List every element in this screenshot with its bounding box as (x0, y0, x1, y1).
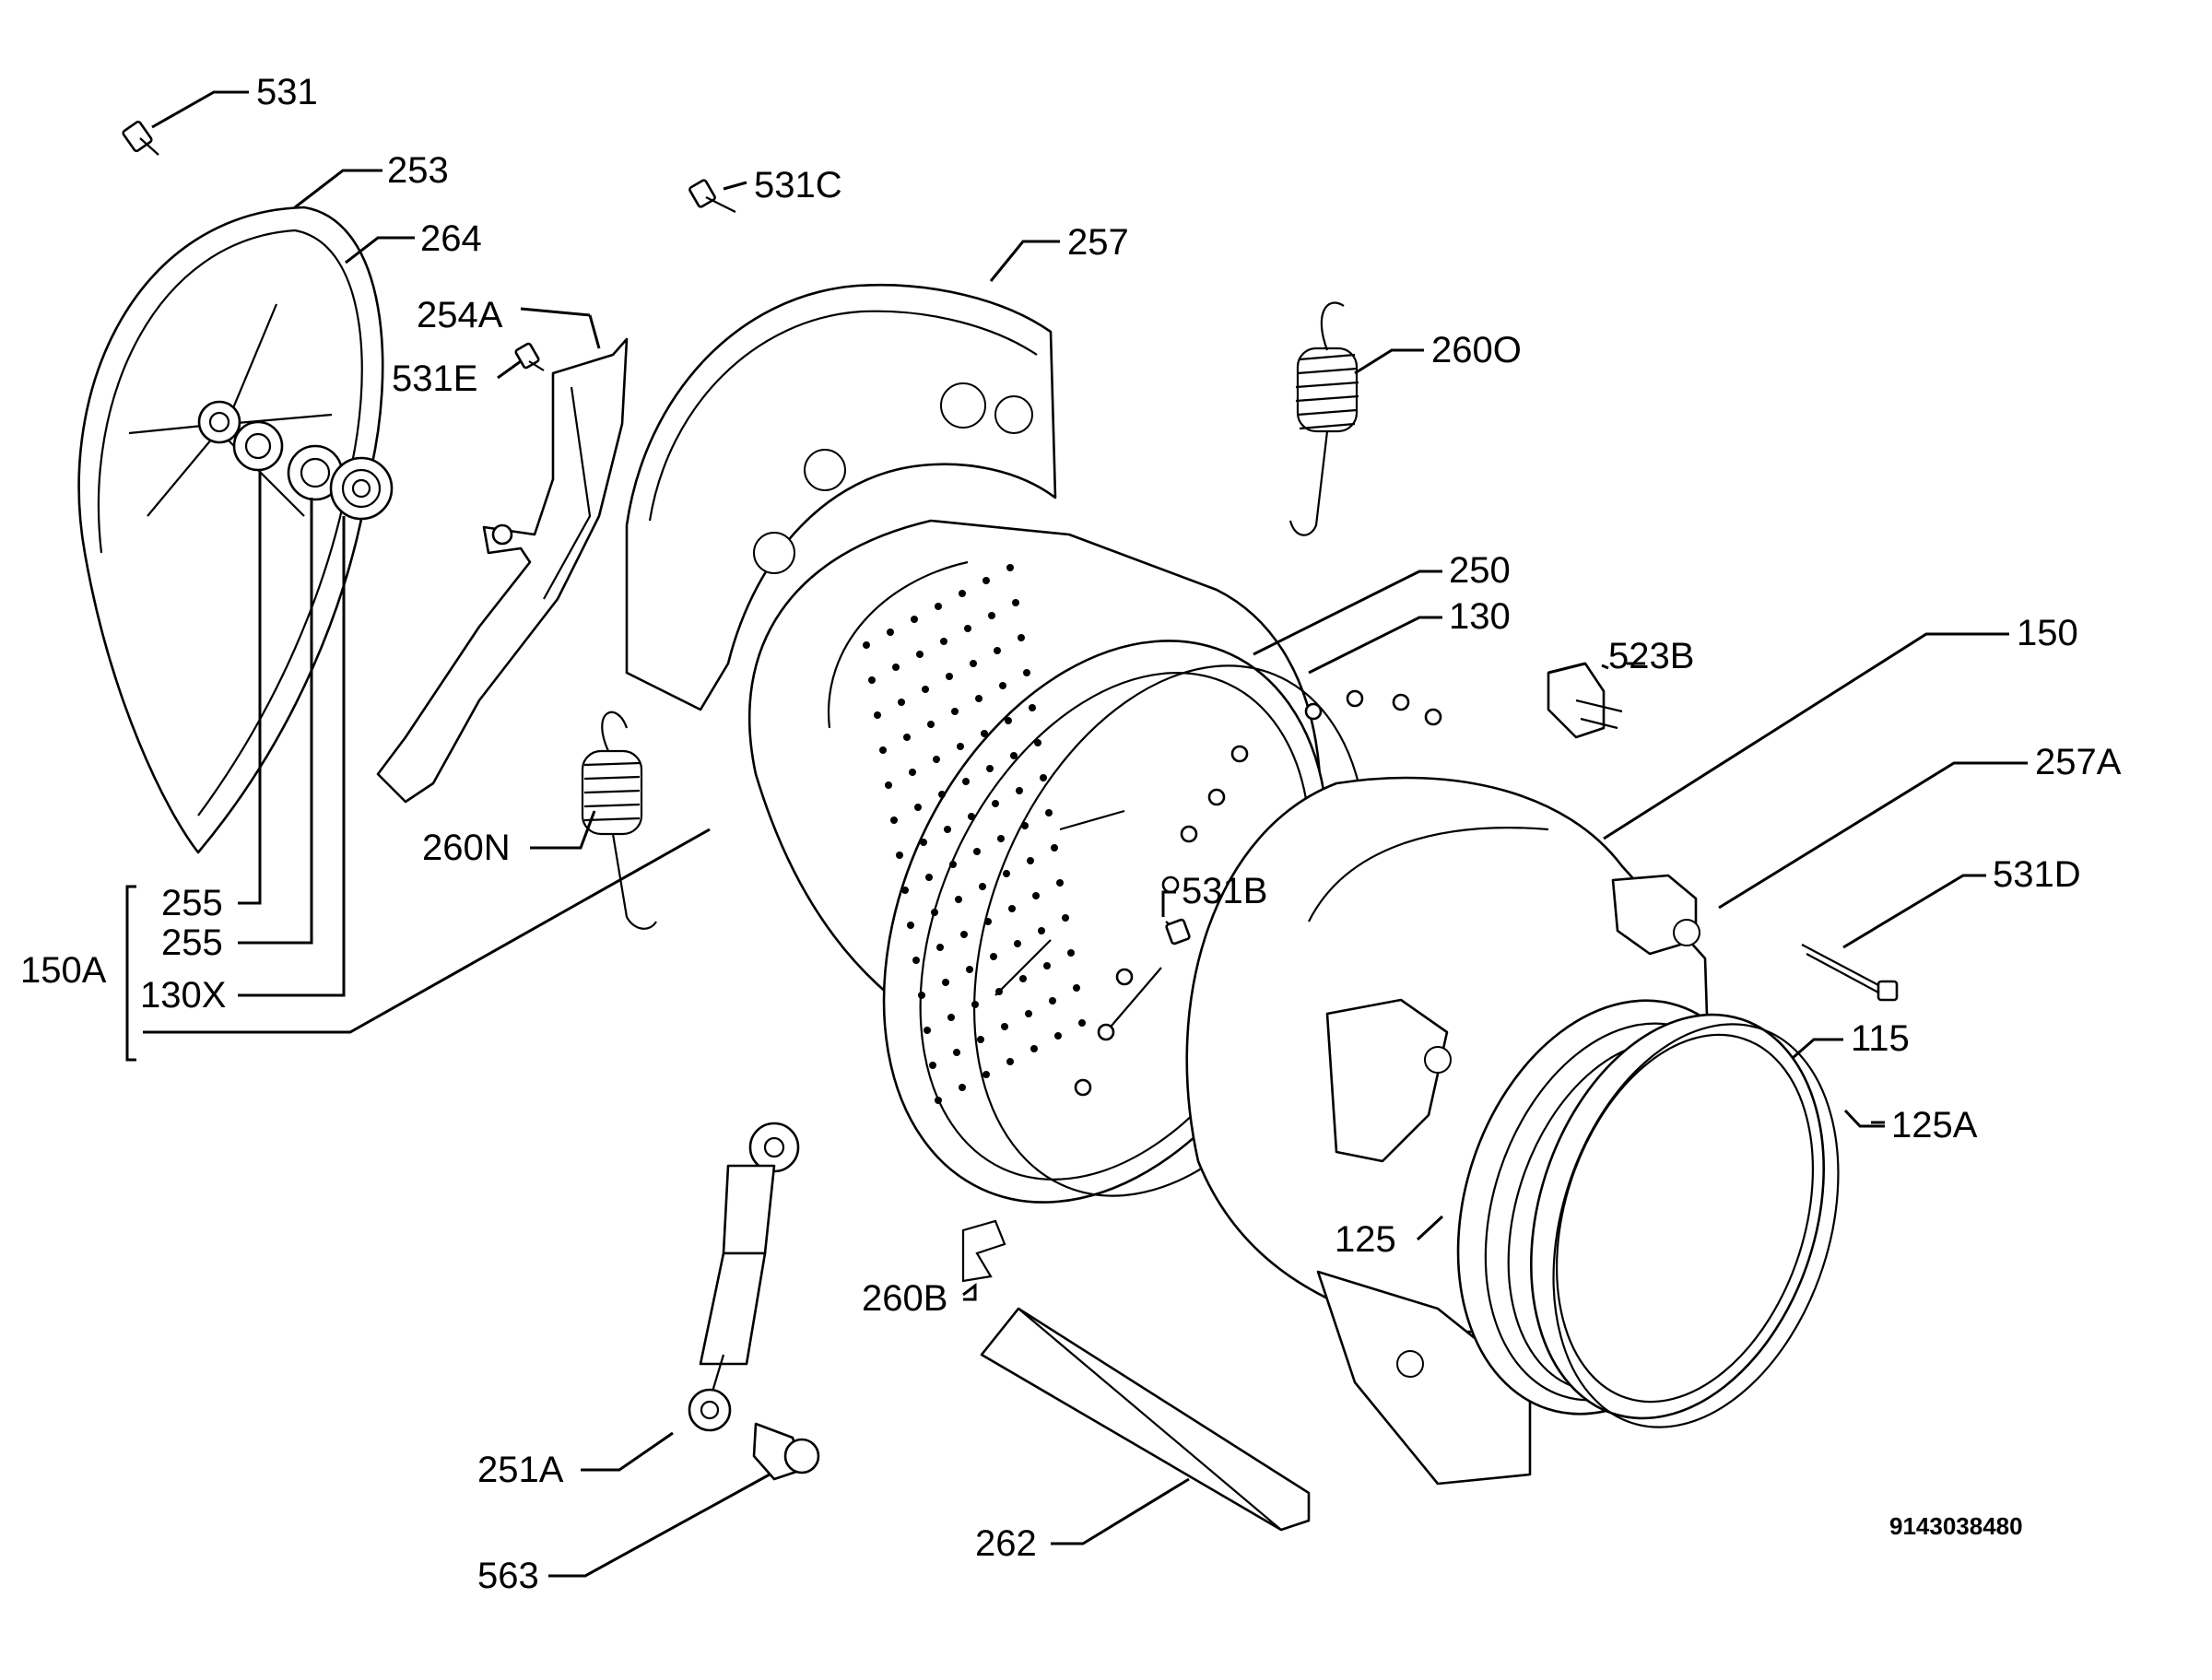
screw-531 (122, 120, 159, 156)
spring-260N (581, 711, 657, 930)
callout-115: 115 (1851, 1018, 1910, 1059)
callout-125: 125 (1335, 1219, 1396, 1260)
callout-labels: 531 253 264 531C 257 254A 531E 260O 250 … (20, 72, 2122, 1596)
pulley-253 (77, 206, 384, 854)
callout-531B: 531B (1182, 871, 1267, 911)
callout-531E: 531E (392, 358, 477, 399)
callout-251A: 251A (477, 1450, 564, 1490)
callout-531: 531 (256, 72, 318, 112)
callout-255-b: 255 (161, 922, 223, 963)
screw-531E (514, 342, 545, 371)
clamp-125A (1552, 1023, 1840, 1428)
callout-262: 262 (975, 1523, 1037, 1564)
callout-531C: 531C (754, 165, 842, 206)
callout-260B: 260B (862, 1278, 947, 1319)
bearing-255-a (232, 420, 284, 472)
document-number: 9143038480 (1889, 1512, 2023, 1540)
clip-260B (961, 1219, 1006, 1283)
callout-531D: 531D (1993, 854, 2081, 895)
callout-130: 130 (1449, 596, 1511, 637)
callout-255-a: 255 (161, 883, 223, 923)
callout-260N: 260N (422, 828, 511, 868)
callout-125A: 125A (1891, 1105, 1978, 1145)
screw-531B (1165, 918, 1191, 946)
callout-257: 257 (1067, 222, 1129, 263)
callout-150: 150 (2017, 613, 2078, 653)
seal-130X (329, 456, 394, 521)
spring-260O (1288, 301, 1359, 536)
leader-lines (125, 90, 2028, 1578)
callout-260O: 260O (1431, 330, 1522, 370)
callout-250: 250 (1449, 550, 1511, 591)
drum-perforations (863, 564, 1086, 1104)
callout-253: 253 (387, 150, 449, 191)
screw-531D (1801, 944, 1899, 1002)
bolt-563 (752, 1422, 820, 1481)
screw-531C (688, 179, 736, 213)
callout-523B: 523B (1608, 636, 1694, 676)
counterweight-257 (625, 284, 1057, 711)
shock-absorber-251A (688, 1122, 800, 1432)
callout-254A: 254A (417, 295, 503, 335)
callout-257A: 257A (2035, 742, 2122, 782)
bearing-255-b (287, 444, 344, 501)
callout-150A: 150A (20, 950, 107, 991)
callout-130X: 130X (140, 975, 226, 1016)
callout-563: 563 (477, 1556, 539, 1596)
baffle-262 (980, 1307, 1311, 1532)
drum-spider-254A (376, 337, 629, 804)
callout-264: 264 (420, 218, 482, 259)
